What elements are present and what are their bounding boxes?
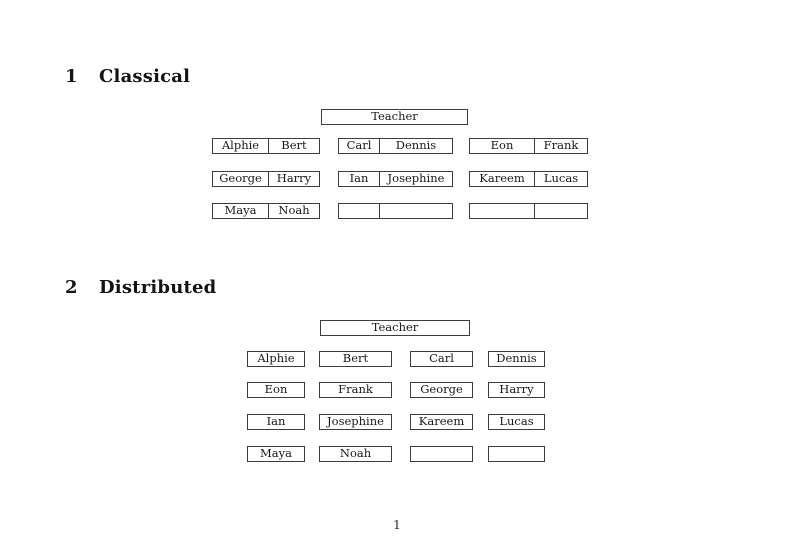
desk-seat-right: Dennis — [395, 138, 437, 153]
desk-seat-right: Lucas — [543, 171, 579, 186]
seat: Ian — [247, 414, 305, 430]
seat-label: Noah — [339, 446, 372, 461]
seat-label: Bert — [342, 351, 369, 366]
seat: Kareem — [410, 414, 473, 430]
desk-seat-right: Frank — [543, 138, 579, 153]
teacher-box: Teacher — [321, 109, 468, 125]
desk: Carl Dennis — [338, 138, 453, 154]
desk-seat-left: Maya — [213, 204, 269, 218]
seat-label: Dennis — [496, 351, 537, 366]
seat: Bert — [319, 351, 392, 367]
seat: George — [410, 382, 473, 398]
desk-seat-left: Alphie — [213, 139, 269, 153]
seat-label: Ian — [266, 414, 286, 429]
seat: Frank — [319, 382, 392, 398]
seat-label: Maya — [260, 446, 292, 461]
seat-label: Eon — [264, 382, 288, 397]
seat: Harry — [488, 382, 545, 398]
desk-seat-right — [535, 204, 587, 218]
seat-label: Lucas — [499, 414, 534, 429]
section-number: 1 — [65, 66, 78, 87]
desk-seat-left: Ian — [339, 172, 380, 186]
seat: Josephine — [319, 414, 392, 430]
desk-seat-right: Harry — [276, 171, 312, 186]
desk: Alphie Bert — [212, 138, 320, 154]
seat: Dennis — [488, 351, 545, 367]
desk: Maya Noah — [212, 203, 320, 219]
seat: Noah — [319, 446, 392, 462]
seat: Alphie — [247, 351, 305, 367]
page-number: 1 — [393, 517, 401, 532]
desk-seat-left: George — [213, 172, 269, 186]
seat-empty — [410, 446, 473, 462]
seat: Eon — [247, 382, 305, 398]
seat-label: Kareem — [418, 414, 465, 429]
desk-seat-right: Noah — [278, 203, 310, 218]
seat-label — [489, 447, 544, 461]
teacher-label: Teacher — [371, 109, 418, 124]
desk: Ian Josephine — [338, 171, 453, 187]
seat-label: Josephine — [327, 414, 384, 429]
seat: Lucas — [488, 414, 545, 430]
seat-label: George — [420, 382, 463, 397]
seat-label: Alphie — [257, 351, 295, 366]
desk-seat-right: Bert — [281, 138, 307, 153]
section-heading-distributed: 2 Distributed — [65, 277, 216, 298]
desk-seat-left — [339, 204, 380, 218]
seat-label: Carl — [429, 351, 454, 366]
desk-seat-left: Eon — [470, 139, 535, 153]
desk-empty — [338, 203, 453, 219]
desk-seat-right: Josephine — [387, 171, 445, 186]
seat-label: Frank — [338, 382, 373, 397]
desk-seat-left — [470, 204, 535, 218]
teacher-label: Teacher — [371, 320, 419, 335]
seat: Carl — [410, 351, 473, 367]
desk: George Harry — [212, 171, 320, 187]
desk-seat-left: Kareem — [470, 172, 535, 186]
desk-empty — [469, 203, 588, 219]
desk: Eon Frank — [469, 138, 588, 154]
section-heading-classical: 1 Classical — [65, 66, 190, 87]
seat-label: Harry — [499, 382, 534, 397]
section-number: 2 — [65, 277, 78, 298]
seat-empty — [488, 446, 545, 462]
desk-seat-left: Carl — [339, 139, 380, 153]
section-title: Distributed — [99, 277, 217, 298]
teacher-box: Teacher — [320, 320, 470, 336]
seat: Maya — [247, 446, 305, 462]
seat-label — [411, 447, 472, 461]
section-title: Classical — [99, 66, 191, 87]
desk-seat-right — [380, 204, 452, 218]
desk: Kareem Lucas — [469, 171, 588, 187]
